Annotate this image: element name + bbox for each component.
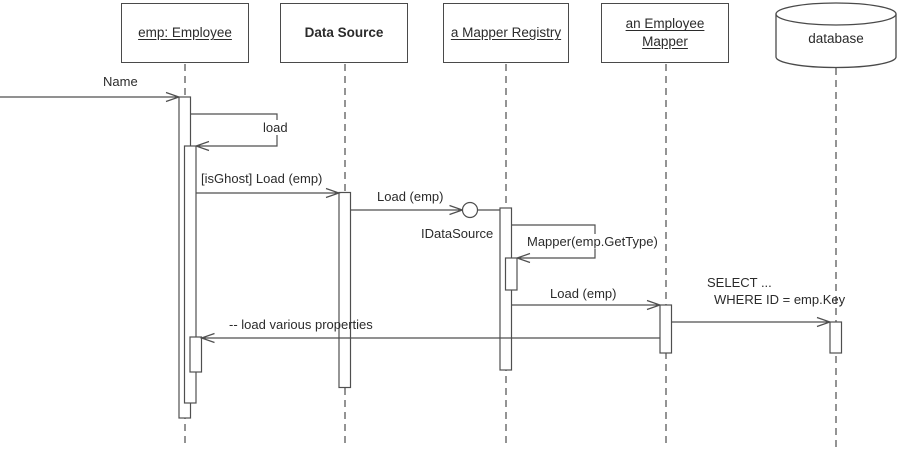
lifeline-head-data-source: Data Source bbox=[280, 3, 408, 63]
activation-emp-nested bbox=[183, 145, 197, 404]
activation-data-source bbox=[338, 191, 352, 389]
arrow-return-load-properties bbox=[199, 332, 660, 344]
message-label-load-emp-to-registry: Load (emp) bbox=[377, 189, 444, 204]
participant-label: an Employee Mapper bbox=[625, 16, 705, 49]
activation-employee-mapper bbox=[659, 304, 673, 354]
interface-lollipop-icon bbox=[461, 201, 479, 219]
activation-database bbox=[829, 321, 843, 354]
activation-mapper-registry-nested bbox=[504, 257, 518, 291]
activation-bars bbox=[178, 96, 843, 419]
participant-label: emp: Employee bbox=[138, 25, 232, 41]
arrow-load-emp-to-mapper bbox=[511, 299, 662, 311]
message-label-load-self: load bbox=[261, 120, 290, 135]
participant-label: Data Source bbox=[304, 25, 384, 41]
message-label-mapper-gettype: Mapper(emp.GetType) bbox=[525, 234, 660, 249]
lifeline-head-mapper-registry: a Mapper Registry bbox=[443, 3, 569, 63]
arrow-name bbox=[0, 91, 181, 103]
message-label-isghost-load: [isGhost] Load (emp) bbox=[201, 171, 323, 186]
arrow-isghost-load bbox=[196, 187, 341, 199]
message-label-idatasource: IDataSource bbox=[421, 226, 494, 241]
participant-label: a Mapper Registry bbox=[450, 25, 562, 41]
lifeline-head-employee-mapper: an Employee Mapper bbox=[601, 3, 729, 63]
message-label-name: Name bbox=[103, 74, 138, 89]
activation-emp-inner bbox=[189, 336, 203, 373]
arrow-select-query bbox=[671, 316, 832, 328]
message-label-select-line2: WHERE ID = emp.Key bbox=[714, 292, 846, 307]
lifeline-head-emp-employee: emp: Employee bbox=[121, 3, 249, 63]
message-arrows bbox=[0, 91, 832, 344]
database-cylinder-icon bbox=[775, 2, 897, 69]
message-label-load-emp-to-mapper: Load (emp) bbox=[550, 286, 617, 301]
lifeline-head-database-label: database bbox=[808, 31, 864, 46]
message-label-select-line1: SELECT ... bbox=[707, 275, 772, 290]
message-label-return-load-properties: -- load various properties bbox=[229, 317, 373, 332]
